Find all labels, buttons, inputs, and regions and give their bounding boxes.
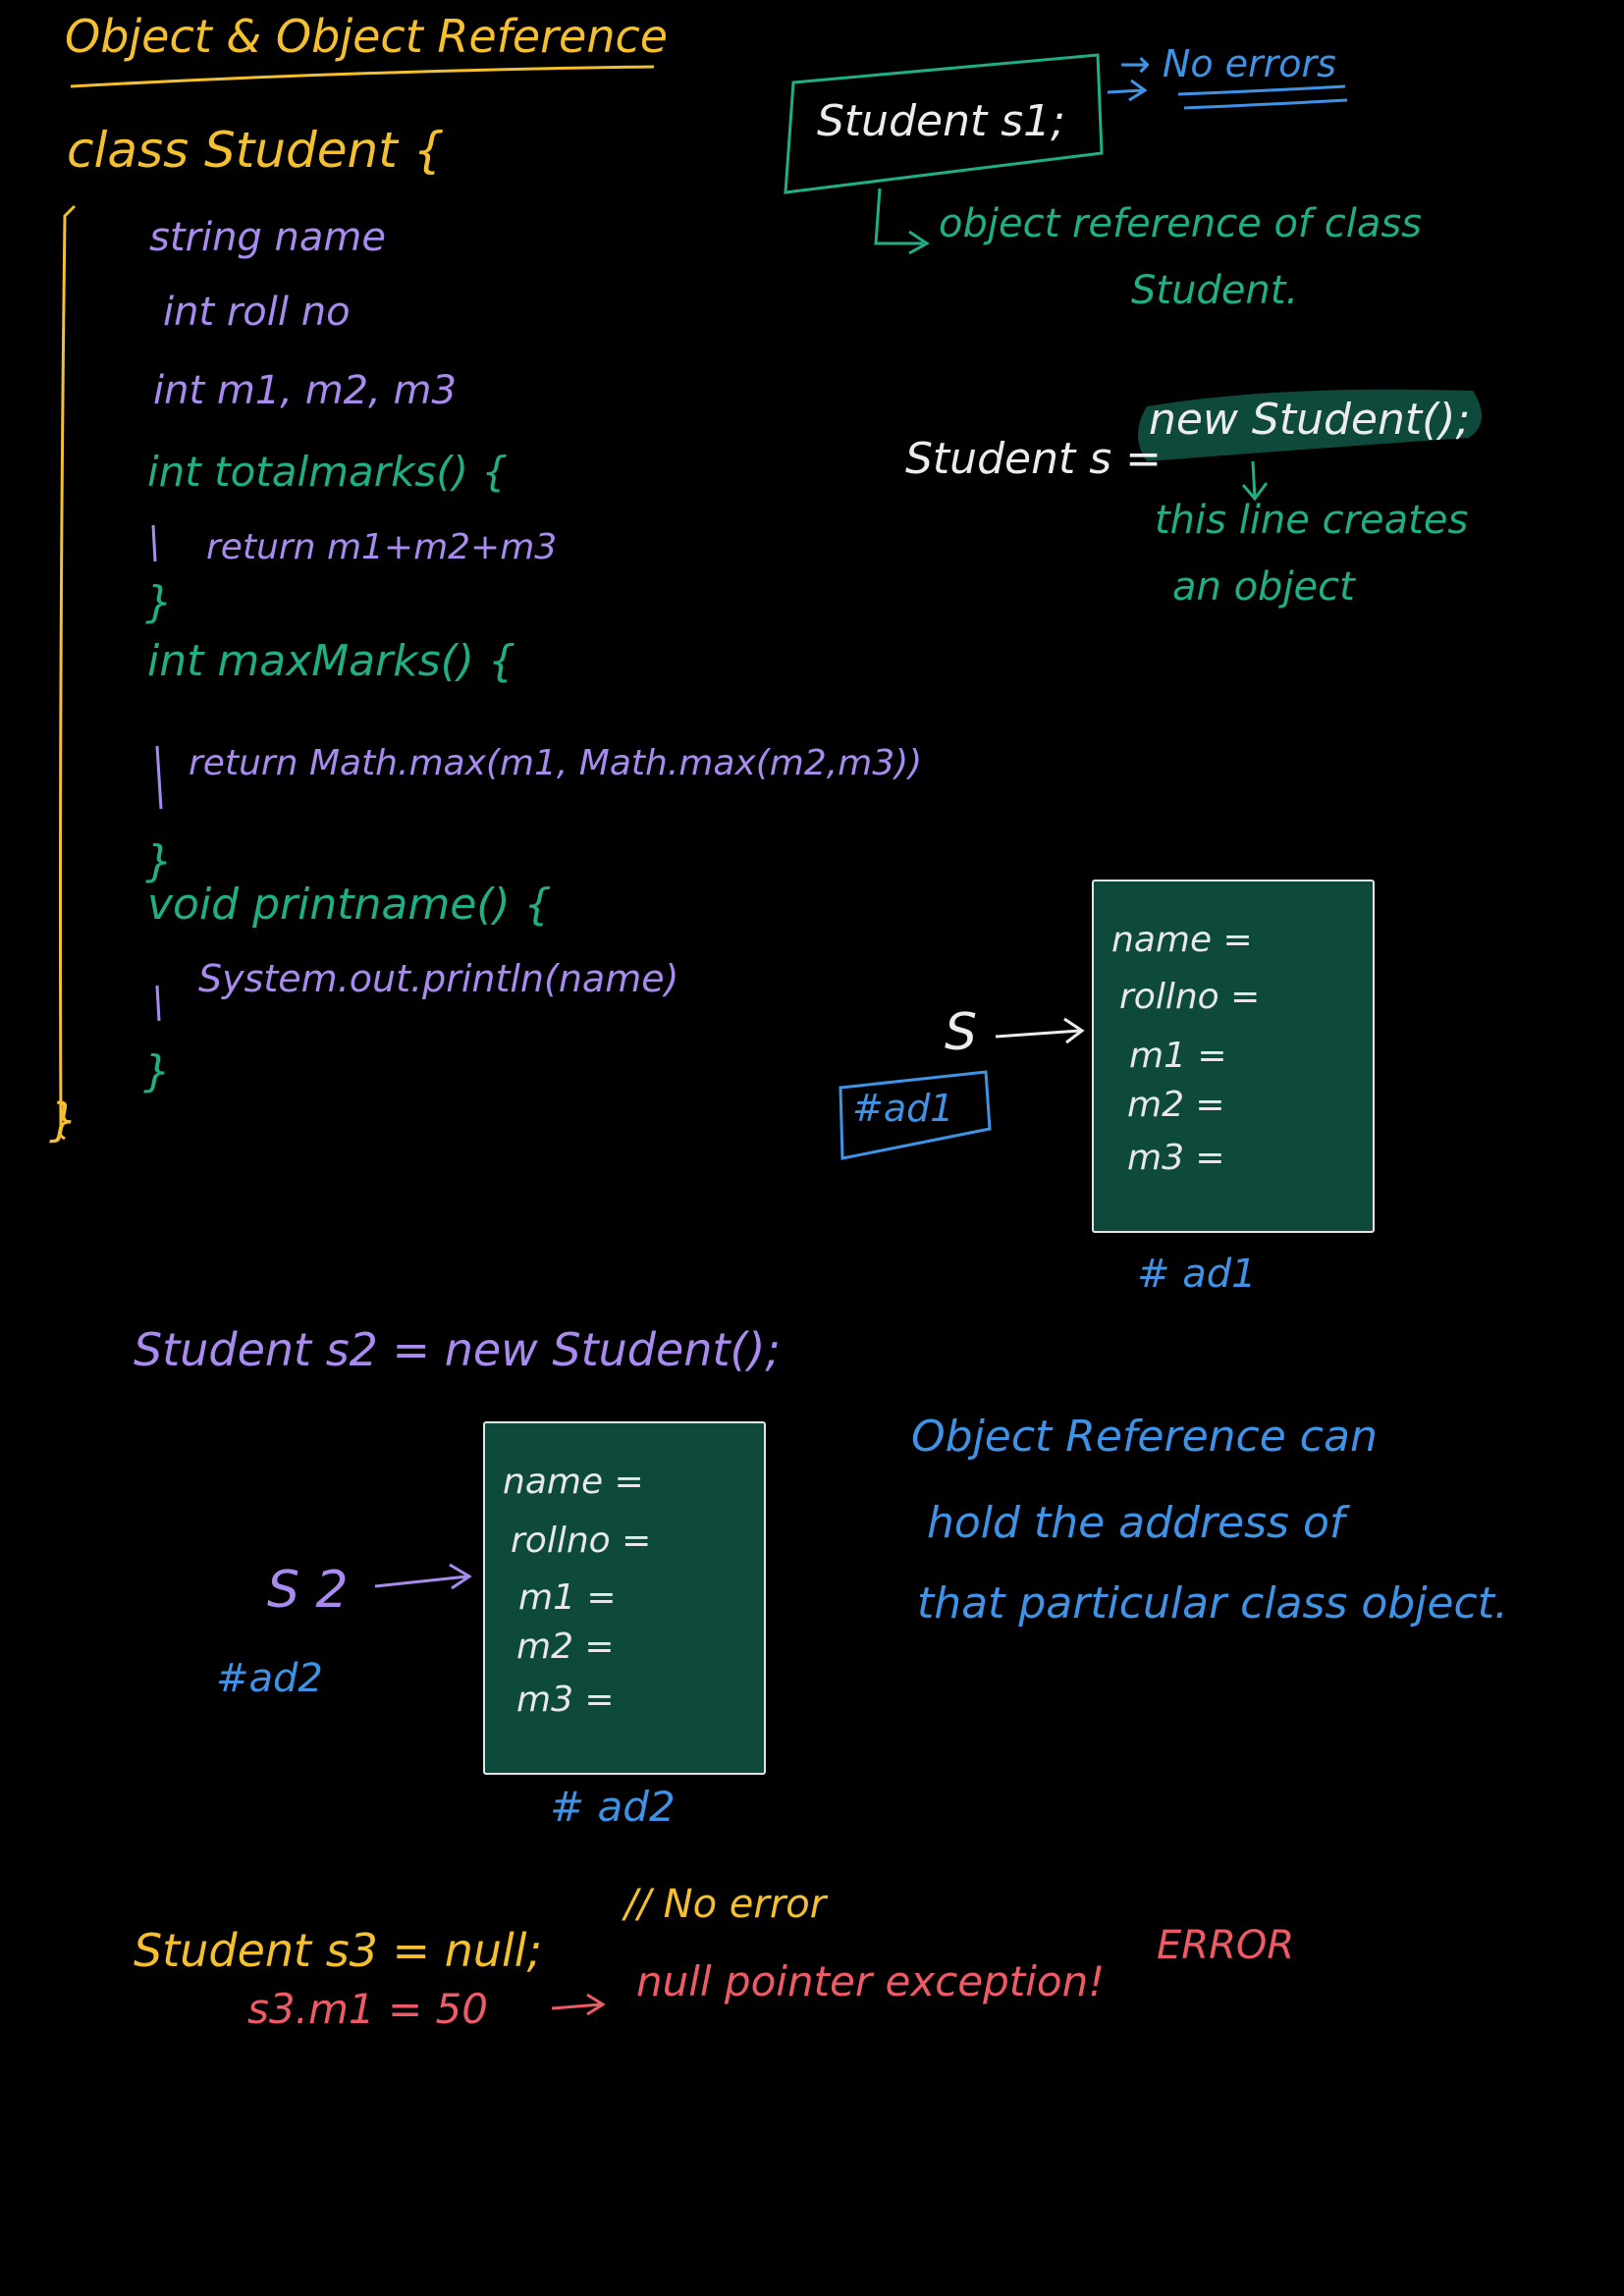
creates-note-line2: an object: [1172, 564, 1355, 610]
null-arrow: [551, 1993, 606, 2016]
object1-address: # ad1: [1137, 1252, 1257, 1297]
method-total-signature: int totalmarks() {: [147, 448, 509, 496]
class-header: class Student {: [67, 122, 445, 179]
no-errors-underline: [1177, 84, 1348, 110]
error-label: ERROR: [1157, 1923, 1295, 1968]
method-total-body: return m1+m2+m3: [206, 527, 558, 567]
object1-field-m2: m2 =: [1127, 1085, 1225, 1125]
s2-arrow: [374, 1563, 472, 1590]
null-comment: // No error: [624, 1882, 827, 1927]
object1-field-name: name =: [1111, 920, 1253, 960]
object1-field-rollno: rollno =: [1119, 977, 1261, 1017]
field-name: string name: [149, 215, 386, 260]
s2-statement: Student s2 = new Student();: [134, 1323, 781, 1376]
object2-field-m2: m2 =: [516, 1627, 615, 1667]
declaration-box: [784, 53, 1104, 194]
object1-field-m3: m3 =: [1127, 1138, 1225, 1178]
object1-field-m1: m1 =: [1129, 1036, 1227, 1076]
object2-address: # ad2: [550, 1783, 676, 1831]
creation-prefix: Student s =: [905, 434, 1162, 484]
method-max-signature: int maxMarks() {: [147, 636, 515, 686]
no-errors-arrow: [1107, 79, 1148, 102]
null-assignment: s3.m1 = 50: [247, 1985, 488, 2033]
reference-note-line2: Student.: [1131, 268, 1299, 313]
object2-field-name: name =: [503, 1462, 644, 1502]
null-statement: Student s3 = null;: [134, 1924, 543, 1977]
class-close: }: [49, 1094, 79, 1147]
method-max-close: }: [145, 836, 173, 886]
method-max-body: return Math.max(m1, Math.max(m2,m3)): [189, 743, 923, 783]
method-print-close: }: [143, 1046, 171, 1096]
reference-hook-arrow: [874, 187, 930, 255]
method-total-close: }: [145, 577, 173, 627]
title-underline: [70, 65, 655, 88]
declaration-statement: Student s1;: [817, 96, 1065, 146]
object2-field-m3: m3 =: [516, 1680, 615, 1720]
creates-note-line1: this line creates: [1155, 498, 1469, 543]
class-body-bracket: [58, 204, 77, 1141]
ad1-box: [839, 1070, 992, 1160]
field-marks: int m1, m2, m3: [153, 368, 457, 413]
method-print-signature: void printname() {: [147, 880, 552, 930]
method-bar-max: [155, 745, 163, 810]
null-pointer-result: null pointer exception!: [636, 1957, 1106, 2005]
new-student-highlight: [1138, 389, 1483, 461]
student-object-1: name = rollno = m1 = m2 = m3 =: [1092, 880, 1375, 1233]
s-arrow: [995, 1017, 1085, 1044]
s2-reference-address: #ad2: [216, 1656, 323, 1701]
field-rollno: int roll no: [163, 290, 351, 335]
creates-arrow: [1241, 460, 1269, 502]
method-print-body: System.out.println(name): [198, 957, 679, 1000]
page-title: Object & Object Reference: [65, 10, 669, 63]
student-object-2: name = rollno = m1 = m2 = m3 =: [483, 1421, 766, 1775]
reference-definition-line2: hold the address of: [927, 1498, 1345, 1548]
reference-definition-line3: that particular class object.: [917, 1578, 1508, 1629]
object2-field-rollno: rollno =: [511, 1521, 652, 1561]
s-reference-address: #ad1: [852, 1087, 954, 1130]
s2-reference: S 2: [267, 1561, 349, 1620]
method-bar-print: [155, 985, 161, 1022]
s-reference: S: [945, 1003, 978, 1062]
creation-new-student: new Student();: [1149, 395, 1471, 445]
method-bar-total: [151, 524, 157, 562]
object2-field-m1: m1 =: [518, 1577, 617, 1618]
no-errors-label: → No errors: [1119, 42, 1336, 85]
reference-note-line1: object reference of class: [939, 201, 1423, 246]
reference-definition-line1: Object Reference can: [911, 1412, 1378, 1462]
